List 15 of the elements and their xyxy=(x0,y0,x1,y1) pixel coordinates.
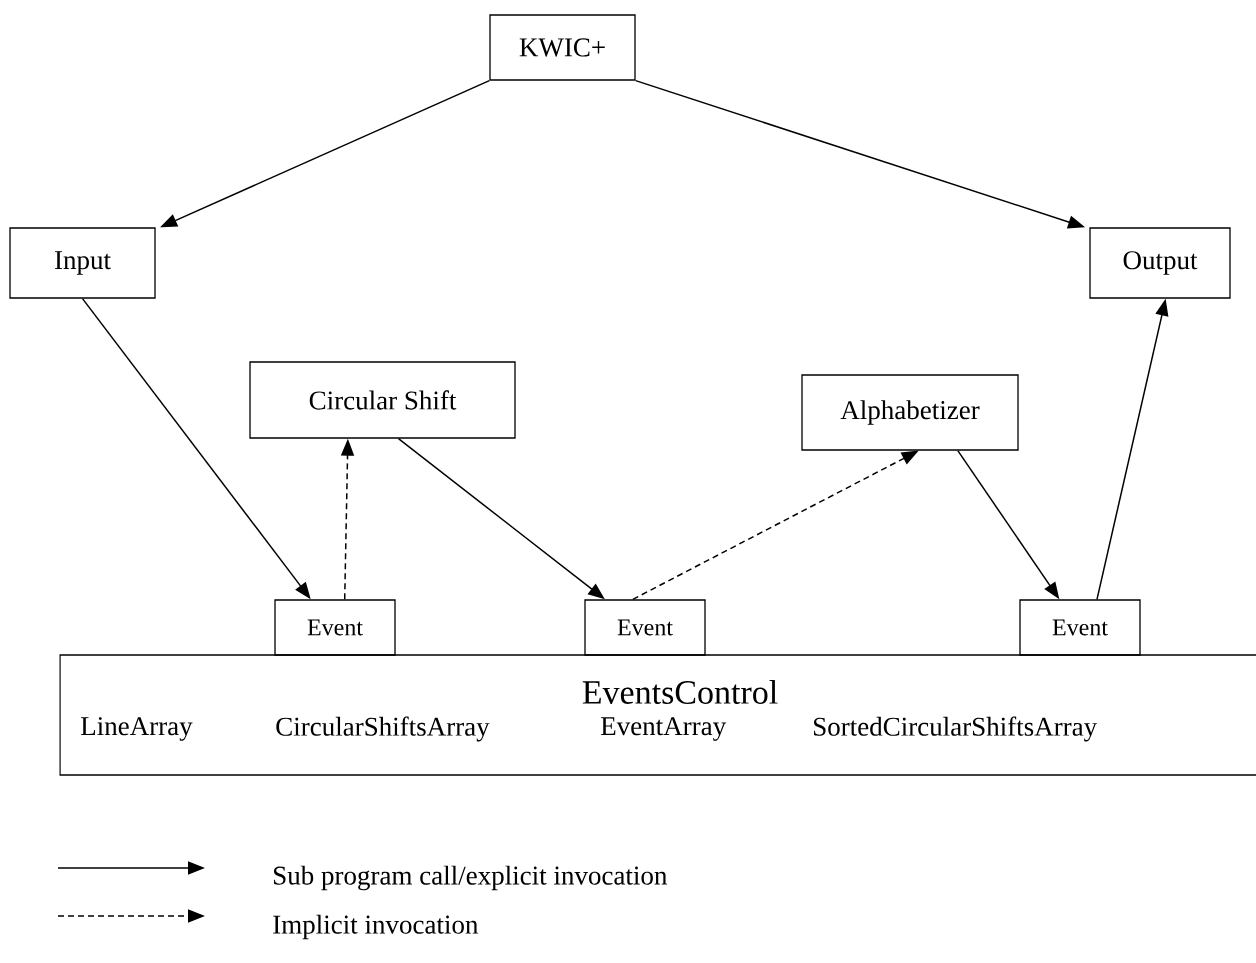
array-label: SortedCircularShiftsArray xyxy=(814,716,1098,742)
array-label: LineArray xyxy=(81,717,193,741)
array-label: EventArray xyxy=(601,717,727,741)
module-box: Output xyxy=(1089,227,1231,299)
event-box: Event xyxy=(274,599,396,656)
event-box: Event xyxy=(584,599,706,656)
legend-label: Sub program call/explicit invocation xyxy=(274,865,667,891)
legend-label: Implicit invocation xyxy=(273,914,479,940)
event-box: Event xyxy=(1019,599,1141,656)
module-box: Circular Shift xyxy=(249,361,516,439)
panel-title: EventsControl xyxy=(582,680,778,704)
module-box: Alphabetizer xyxy=(801,374,1019,451)
array-label: CircularShiftsArray xyxy=(276,716,490,742)
module-box: KWIC+ xyxy=(489,14,636,81)
module-box: Input xyxy=(9,227,156,299)
